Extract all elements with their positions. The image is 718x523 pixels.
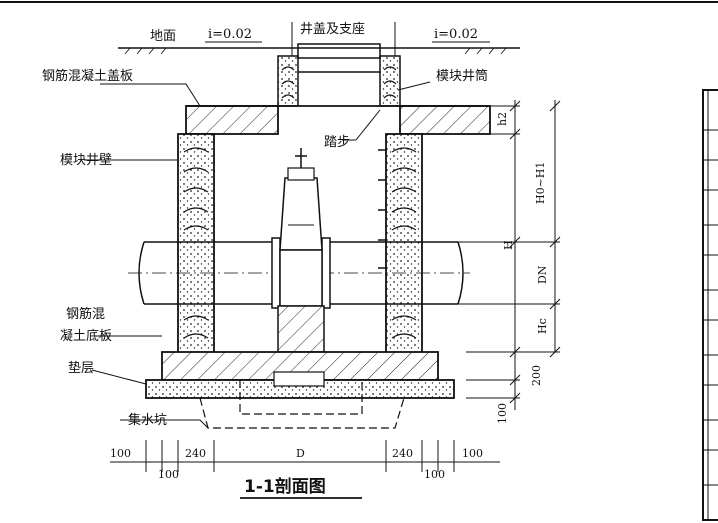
label-step: 踏步: [324, 135, 350, 150]
bottom-dimension-chain: [110, 440, 500, 472]
dim-h0-h1: H0~H1: [534, 162, 547, 204]
ground-hatch: [124, 47, 507, 55]
side-table: [702, 89, 718, 521]
dim-right-100: 100: [462, 447, 483, 460]
sump-pit: [199, 371, 405, 429]
dim-bottom-100: 100: [496, 403, 509, 424]
label-cover-support: 井盖及支座: [300, 22, 365, 37]
ladder-steps: [378, 149, 386, 269]
label-module-wall: 模块井壁: [60, 153, 112, 168]
drawing-title: 1-1剖面图: [244, 476, 326, 497]
dim-DN: DN: [536, 265, 549, 284]
valve-support: [277, 305, 325, 353]
dim-left-240: 240: [185, 447, 206, 460]
label-slope-left: i=0.02: [208, 27, 252, 42]
module-wall-right: [385, 133, 423, 357]
dim-D: D: [296, 447, 305, 460]
label-rc-base-line1: 钢筋混: [66, 306, 105, 322]
leader-lines: [84, 22, 431, 429]
label-sump: 集水坑: [128, 412, 167, 428]
label-module-shaft: 模块井筒: [436, 68, 488, 84]
shaft-block-marks: [281, 66, 397, 99]
gate-valve: [271, 148, 331, 309]
right-dimension-chain: [430, 100, 561, 410]
module-wall-left: [177, 133, 215, 357]
label-ground: 地面: [150, 29, 176, 44]
dim-left-100: 100: [110, 447, 131, 460]
dim-left-100-low: 100: [158, 468, 179, 481]
dim-base-200: 200: [530, 365, 543, 386]
dim-H: H: [502, 240, 515, 250]
label-rc-cover-slab: 钢筋混凝土盖板: [42, 68, 133, 84]
label-slope-right: i=0.02: [434, 27, 478, 42]
dim-right-100-low: 100: [424, 468, 445, 481]
cover-slab: [185, 105, 491, 135]
label-rc-base-line2: 凝土底板: [60, 328, 112, 344]
label-cushion: 垫层: [68, 360, 94, 376]
dim-Hc: Hc: [536, 318, 549, 334]
manhole-cover: [297, 43, 381, 59]
dim-h2: h2: [496, 112, 509, 126]
dim-right-240: 240: [392, 447, 413, 460]
